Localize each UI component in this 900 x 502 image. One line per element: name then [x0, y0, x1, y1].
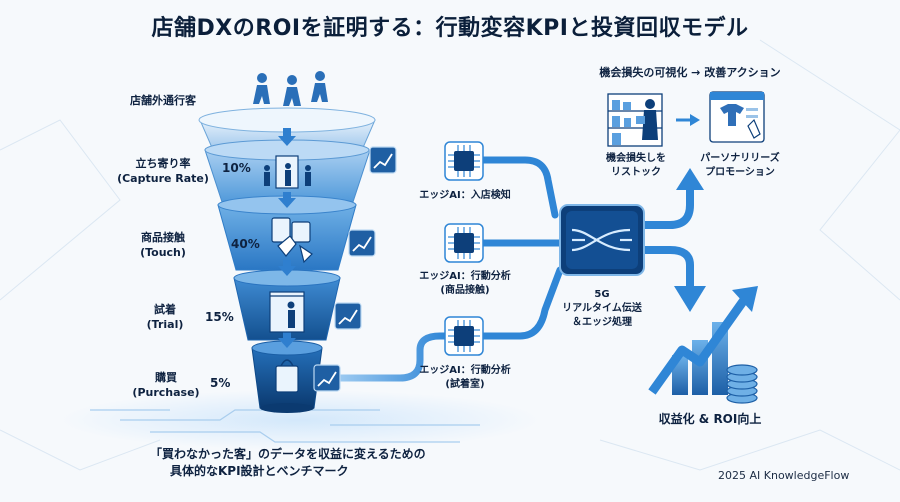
background-network	[0, 39, 900, 471]
stage-capture-label: 立ち寄り率 (Capture Rate)	[117, 157, 209, 185]
restock-shelf-icon	[607, 93, 663, 147]
promotion-label: パーソナリリーズ プロモーション	[700, 153, 780, 178]
bottom-caption: 「買わなかった客」のデータを収益に変えるための 具体的なKPI設計とベンチマーク	[150, 447, 426, 478]
credit-text: 2025 AI KnowledgeFlow	[718, 469, 850, 482]
edge-ai-chip-icon	[444, 141, 484, 356]
funnel	[198, 107, 376, 413]
stage-trial-label: 試着 (Trial)	[146, 303, 184, 331]
stage-trial-percent: 15%	[205, 310, 234, 324]
stage-touch-percent: 40%	[231, 237, 260, 251]
5g-hub-label: 5G リアルタイム伝送 ＆エッジ処理	[562, 289, 642, 328]
edge-ai-entry-label: エッジAI：入店検知	[419, 190, 511, 201]
edge-ai-touch-label: エッジAI：行動分析 (商品接触)	[419, 271, 511, 296]
funnel-top-label: 店舗外通行客	[130, 94, 196, 107]
action-arrowhead	[690, 114, 700, 126]
action-heading: 機会損失の可視化 → 改善アクション	[599, 66, 781, 79]
product-touch-icon	[271, 217, 313, 264]
roi-growth-chart-icon	[648, 286, 758, 404]
store-entry-icon	[264, 155, 311, 189]
5g-hub-icon	[559, 204, 645, 276]
restock-label: 機会損失しを リストック	[606, 153, 666, 178]
pedestrians-icon	[253, 71, 328, 106]
page-title: 店舗DXのROIを証明する：行動変容KPIと投資回収モデル	[151, 16, 749, 41]
stage-touch-label: 商品接触 (Touch)	[140, 231, 186, 259]
funnel-arrows	[278, 128, 296, 348]
roi-label: 収益化 & ROI向上	[658, 412, 762, 426]
shopping-bag-icon	[275, 359, 299, 393]
stage-capture-percent: 10%	[222, 161, 251, 175]
data-flow-pipes	[336, 156, 694, 382]
fitting-room-icon	[269, 291, 305, 333]
stage-purchase-percent: 5%	[210, 376, 231, 390]
kpi-chart-icon	[313, 146, 397, 392]
edge-ai-fitting-label: エッジAI：行動分析 (試着室)	[419, 365, 511, 390]
stage-purchase-label: 購買 (Purchase)	[132, 371, 200, 399]
floor-glow	[60, 390, 540, 450]
personalized-promo-icon	[709, 91, 765, 143]
flow-arrowheads	[674, 168, 706, 312]
